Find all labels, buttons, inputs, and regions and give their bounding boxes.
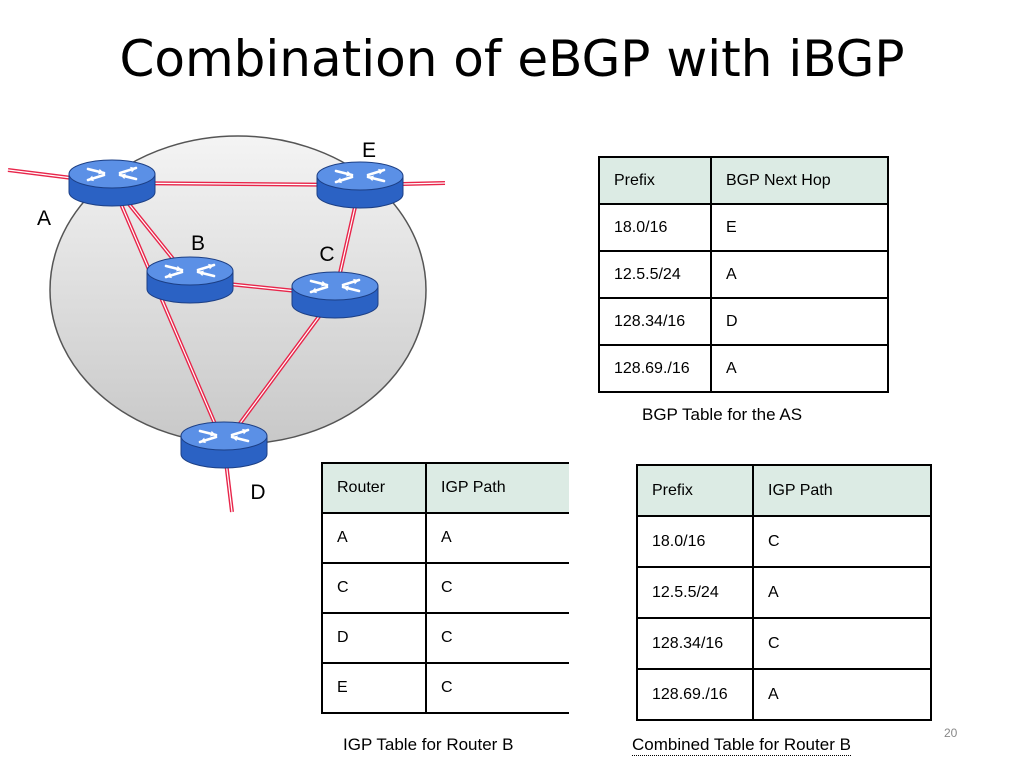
igp-path-cell: C — [425, 662, 569, 714]
router-c-label: C — [319, 243, 334, 266]
router-cell: D — [321, 612, 427, 664]
slide-number: 20 — [944, 726, 958, 740]
link-a-d — [111, 182, 225, 446]
prefix-cell: 128.69./16 — [598, 344, 712, 393]
table-header-row: Prefix BGP Next Hop — [598, 156, 889, 205]
router-a-icon — [68, 159, 156, 207]
router-cell: E — [321, 662, 427, 714]
router-e-label: E — [362, 139, 376, 162]
router-a-label: A — [37, 207, 51, 230]
next-hop-cell: D — [710, 297, 889, 346]
slide-title: Combination of eBGP with iBGP — [119, 30, 905, 88]
link-c-d — [223, 294, 336, 446]
next-hop-cell: A — [710, 250, 889, 299]
header-igp-path: IGP Path — [752, 464, 932, 517]
router-b-icon — [146, 256, 234, 304]
prefix-cell: 128.69./16 — [636, 668, 754, 721]
router-cell: A — [321, 512, 427, 564]
router-d-icon — [180, 421, 268, 469]
next-hop-cell: A — [710, 344, 889, 393]
router-e-icon — [316, 161, 404, 209]
header-bgp-next-hop: BGP Next Hop — [710, 156, 889, 205]
prefix-cell: 128.34/16 — [636, 617, 754, 670]
network-diagram: A B C D E — [7, 135, 446, 513]
router-b-label: B — [191, 232, 205, 255]
next-hop-cell: E — [710, 203, 889, 252]
prefix-cell: 128.34/16 — [598, 297, 712, 346]
router-cell: C — [321, 562, 427, 614]
routers: A B C D E — [37, 139, 404, 504]
igp-path-cell: C — [752, 515, 932, 568]
prefix-cell: 12.5.5/24 — [636, 566, 754, 619]
header-router: Router — [321, 462, 427, 514]
igp-path-cell: C — [752, 617, 932, 670]
igp-path-cell: A — [425, 512, 569, 564]
prefix-cell: 18.0/16 — [636, 515, 754, 568]
header-prefix: Prefix — [598, 156, 712, 205]
igp-path-cell: A — [752, 668, 932, 721]
table-header-row: Router IGP Path — [321, 462, 569, 514]
router-d-label: D — [250, 481, 265, 504]
igp-path-cell: C — [425, 612, 569, 664]
prefix-cell: 18.0/16 — [598, 203, 712, 252]
igp-path-cell: A — [752, 566, 932, 619]
combined-table-caption: Combined Table for Router B — [632, 735, 851, 756]
igp-path-cell: C — [425, 562, 569, 614]
table-header-row: Prefix IGP Path — [636, 464, 932, 517]
header-igp-path: IGP Path — [425, 462, 569, 514]
header-prefix: Prefix — [636, 464, 754, 517]
prefix-cell: 12.5.5/24 — [598, 250, 712, 299]
igp-table-caption: IGP Table for Router B — [343, 735, 514, 754]
bgp-table-caption: BGP Table for the AS — [642, 405, 803, 424]
router-c-icon — [291, 271, 379, 319]
